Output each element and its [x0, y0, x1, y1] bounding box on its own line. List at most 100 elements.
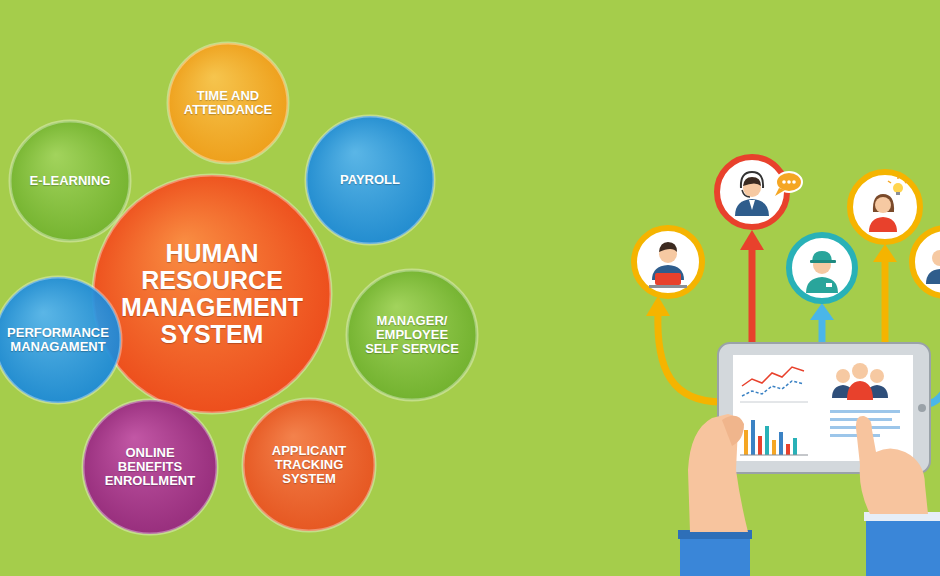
circle-label: MANAGER/ EMPLOYEE SELF SERVICE: [362, 314, 462, 357]
person-badge: [743, 177, 761, 186]
module-circle: MANAGER/ EMPLOYEE SELF SERVICE: [345, 268, 479, 402]
screen-chart: [740, 402, 808, 403]
flow-arrows: [646, 296, 670, 316]
person-badge: [905, 181, 908, 183]
person-badge: [717, 157, 787, 227]
screen-chart: [772, 440, 776, 455]
circle-fill: [306, 116, 434, 244]
module-circle: TIME AND ATTENDANCE: [166, 41, 290, 165]
person-badge: [896, 192, 900, 195]
person-badge: [775, 188, 785, 196]
module-circle: ONLINE BENEFITS ENROLLMENT: [81, 398, 219, 536]
flow-arrows: [740, 230, 764, 250]
person-badge: [888, 181, 891, 183]
circle-fill: [347, 270, 477, 400]
flow-arrows: [882, 258, 889, 346]
screen-team: [847, 381, 873, 400]
screen-chart: [779, 432, 783, 455]
screen-team: [852, 363, 868, 379]
flow-arrows: [658, 312, 722, 402]
tablet: [918, 404, 926, 412]
person-badge: [850, 172, 920, 242]
circle-label-group: PERFORMANCE MANAGAMENT: [4, 326, 112, 355]
left-hand: [680, 536, 750, 576]
screen-chart: [744, 430, 748, 455]
circle-label-group: HUMAN RESOURCE MANAGEMENT SYSTEM: [112, 240, 312, 348]
module-circle: APPLICANT TRACKING SYSTEM: [241, 397, 377, 533]
person-badge: [741, 172, 763, 188]
person-badge: [787, 180, 791, 184]
person-badge: [655, 273, 681, 285]
circle-label-group: PAYROLL: [320, 173, 420, 187]
person-badge: [875, 197, 891, 213]
circle-label: TIME AND ATTENDANCE: [178, 89, 278, 118]
person-badge: [717, 157, 802, 227]
circle-fill: [10, 121, 130, 241]
circle-fill: [243, 399, 375, 531]
person-badge: [826, 283, 832, 287]
circle-label-group: APPLICANT TRACKING SYSTEM: [257, 444, 361, 487]
circle-label-group: MANAGER/ EMPLOYEE SELF SERVICE: [362, 314, 462, 357]
person-badge: [912, 228, 940, 296]
person-badge: [869, 217, 897, 232]
flow-arrows: [749, 246, 756, 346]
person-badge: [850, 172, 920, 242]
hub-circle: HUMAN RESOURCE MANAGEMENT SYSTEM: [91, 173, 333, 415]
screen-chart: [765, 426, 769, 455]
person-badge: [749, 200, 755, 210]
flow-arrows: [819, 318, 826, 346]
circle-label: E-LEARNING: [20, 174, 120, 188]
circle-fill: [168, 43, 288, 163]
right-hand: [856, 416, 928, 514]
circle-label: APPLICANT TRACKING SYSTEM: [257, 444, 361, 487]
circle-fill: [93, 175, 331, 413]
screen-chart: [786, 444, 790, 455]
module-circle: PERFORMANCE MANAGAMENT: [0, 275, 123, 405]
person-badge: [735, 199, 769, 216]
person-badge: [789, 235, 855, 301]
person-badge: [873, 194, 894, 212]
module-circle: PAYROLL: [304, 114, 436, 246]
circle-label-group: ONLINE BENEFITS ENROLLMENT: [98, 446, 202, 489]
flow-arrows: [810, 303, 834, 320]
circle-label: PAYROLL: [320, 173, 420, 187]
circle-label: HUMAN RESOURCE MANAGEMENT SYSTEM: [112, 240, 312, 348]
person-badge: [782, 180, 786, 184]
screen-team: [836, 369, 850, 383]
screen-chart: [740, 455, 808, 456]
circle-label-group: TIME AND ATTENDANCE: [178, 89, 278, 118]
person-badge: [792, 180, 796, 184]
person-badge: [789, 235, 855, 301]
left-hand: [688, 414, 748, 532]
circle-label: PERFORMANCE MANAGAMENT: [4, 326, 112, 355]
person-badge: [659, 242, 677, 252]
screen-team: [870, 369, 884, 383]
circle-label: ONLINE BENEFITS ENROLLMENT: [98, 446, 202, 489]
right-hand: [856, 416, 940, 576]
module-circle: E-LEARNING: [8, 119, 132, 243]
screen-chart: [793, 438, 797, 455]
person-badge: [649, 285, 687, 288]
flow-arrows: [873, 244, 897, 262]
screen-chart: [751, 420, 755, 455]
screen-chart: [740, 367, 808, 455]
person-badge: [912, 228, 940, 296]
right-hand: [866, 518, 940, 576]
person-badge: [634, 228, 702, 296]
circle-label-group: E-LEARNING: [20, 174, 120, 188]
screen-team: [830, 410, 900, 413]
person-badge: [893, 183, 903, 193]
person-badge: [742, 190, 750, 197]
tablet: [733, 355, 913, 461]
screen-chart: [758, 436, 762, 455]
screen-chart: [742, 367, 804, 386]
screen-chart: [742, 381, 804, 396]
person-badge: [806, 277, 838, 293]
person-badge: [810, 260, 836, 263]
circle-fill: [83, 400, 217, 534]
circle-fill: [0, 277, 121, 403]
person-badge: [932, 250, 940, 266]
left-hand: [678, 414, 752, 576]
person-badge: [897, 176, 899, 179]
left-hand: [722, 416, 744, 446]
